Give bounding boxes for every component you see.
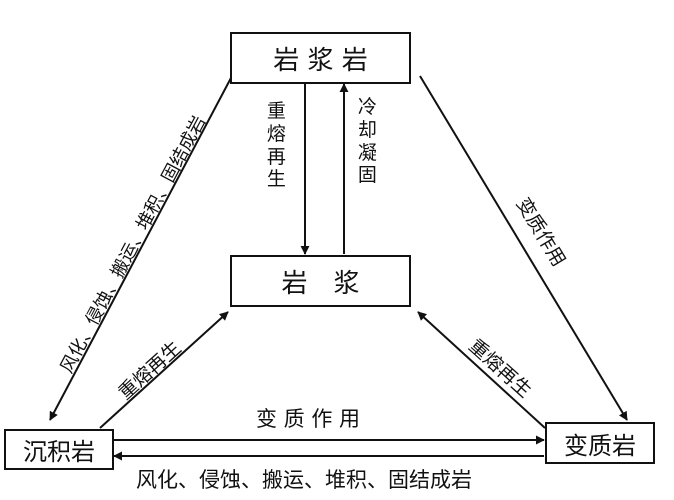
- magma-box: 岩 浆: [230, 255, 411, 307]
- remelting-vertical-label: 重熔再生: [266, 100, 286, 191]
- metamorphic-rock-box: 变质岩: [545, 422, 655, 464]
- sedimentary-rock-label: 沉积岩: [23, 438, 95, 466]
- cooling-vertical-label: 冷却凝固: [357, 96, 377, 187]
- arrow-magmatic-to-metamorphic: [419, 75, 628, 421]
- bottom-bottom-label: 风化、侵蚀、搬运、堆积、固结成岩: [136, 468, 472, 492]
- bottom-top-label: 变 质 作 用: [256, 407, 361, 431]
- sedimentary-rock-box: 沉积岩: [4, 429, 114, 470]
- metamorphic-rock-label: 变质岩: [564, 431, 636, 460]
- magma-label: 岩 浆: [281, 268, 360, 299]
- arrow-magmatic-to-sedimentary: [49, 75, 233, 421]
- arrow-metamorphic-to-magma: [417, 311, 546, 429]
- magmatic-rock-label: 岩 浆 岩: [273, 45, 368, 76]
- magmatic-rock-box: 岩 浆 岩: [230, 32, 411, 84]
- arrow-sedimentary-to-magma: [99, 311, 229, 429]
